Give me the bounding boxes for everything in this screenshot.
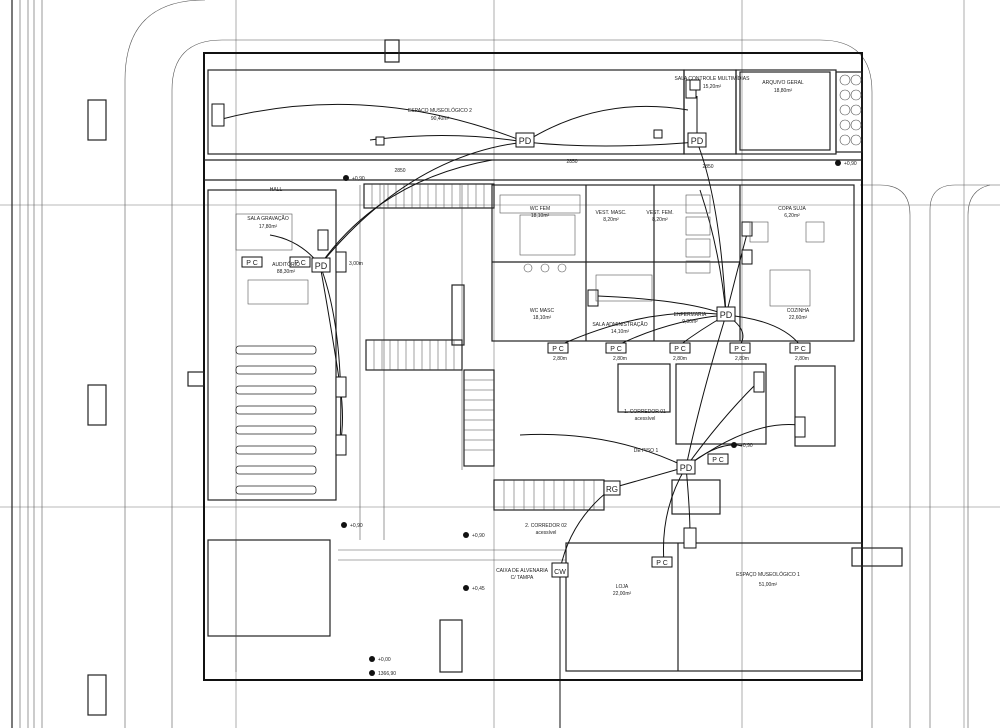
dimension: 2850 [702, 164, 713, 170]
level: +0,90 [472, 533, 485, 539]
room-area: 90,40m² [431, 116, 450, 122]
pc-label: P C [246, 260, 258, 267]
electrical-symbols: PD PD PD PD PD RG CW P C P C P C P C P C… [211, 79, 811, 578]
site-contours [124, 0, 1000, 728]
tank-circles [835, 71, 863, 153]
room-name: ESPAÇO MUSEOLÓGICO 1 [736, 571, 800, 578]
room-area: 22,00m² [613, 591, 632, 597]
room-area: 9,80m² [682, 319, 698, 325]
room-name: CAIXA DE ALVENARIA [496, 568, 549, 574]
room-name: VEST. MASC. [595, 210, 626, 216]
room-area: 18,10m² [531, 213, 550, 219]
room-area: acessível [536, 530, 557, 536]
room-area: 18,80m² [774, 88, 793, 94]
hall-label: HALL [270, 187, 283, 193]
height: 2,80m [795, 356, 809, 362]
building-walls [187, 39, 903, 681]
room-name: COPA SUJA [778, 206, 806, 212]
room-name: 1. CORREDOR 01 [624, 409, 666, 415]
room-area: 51,00m² [759, 582, 778, 588]
pc-label: P C [294, 260, 306, 267]
pc-label: P C [610, 346, 622, 353]
pc-label: P C [674, 346, 686, 353]
room-area: 8,20m² [603, 217, 619, 223]
height: 2,80m [735, 356, 749, 362]
pc-label: P C [734, 346, 746, 353]
room-name: ESPAÇO MUSEOLÓGICO 2 [408, 107, 472, 114]
stairs [363, 183, 605, 511]
pc-label: P C [552, 346, 564, 353]
level: +0,90 [740, 443, 753, 449]
dimension-labels: 2850 2850 2850 2,80m 2,80m 2,80m 2,80m 2… [349, 159, 857, 677]
pd-label: PD [315, 261, 328, 271]
room-name: COZINHA [787, 308, 810, 314]
room-name: SALA ADMINISTRAÇÃO [592, 321, 647, 328]
height: 3,00m [349, 261, 363, 267]
level: +0,90 [352, 176, 365, 182]
height: 2,80m [673, 356, 687, 362]
level: +0,00 [378, 657, 391, 663]
room-area: 17,80m² [259, 224, 278, 230]
room-area: 6,20m² [784, 213, 800, 219]
level: +0,45 [472, 586, 485, 592]
pd-label: PD [519, 136, 532, 146]
dimension: 2850 [394, 168, 405, 174]
fixtures [235, 194, 825, 307]
room-name: AUDITÓRIO [272, 261, 300, 268]
rg-label: RG [606, 485, 618, 494]
room-area: 15,20m² [703, 84, 722, 90]
room-area: 8,20m² [652, 217, 668, 223]
cw-label: CW [554, 569, 566, 576]
room-area: acessível [635, 416, 656, 422]
room-name: ARQUIVO GERAL [762, 80, 804, 86]
room-name: LOJA [616, 584, 629, 590]
dimension: 2850 [566, 159, 577, 165]
pc-label: P C [794, 346, 806, 353]
room-area: C/ TAMPA [511, 575, 534, 581]
height: 2,80m [553, 356, 567, 362]
room-labels: ESPAÇO MUSEOLÓGICO 2 90,40m² SALA CONTRO… [247, 75, 810, 597]
room-area: 22,60m² [789, 315, 808, 321]
room-name: SALA GRAVAÇÃO [247, 215, 289, 222]
room-name: WC FEM [530, 206, 550, 212]
level: +0,90 [844, 161, 857, 167]
auditorium-seats [235, 345, 317, 495]
pd-label: PD [691, 136, 704, 146]
room-area: 18,10m² [533, 315, 552, 321]
room-name: VEST. FEM. [646, 210, 673, 216]
pd-label: PD [680, 463, 693, 473]
room-area: 14,10m² [611, 329, 630, 335]
height: 2,80m [613, 356, 627, 362]
level: +0,90 [350, 523, 363, 529]
room-name: SALA CONTROLE MULTIMÍDIAS [675, 75, 751, 82]
pc-label: P C [656, 560, 668, 567]
room-name: WC MASC [530, 308, 555, 314]
level-markers [341, 160, 841, 676]
pc-label: P C [712, 457, 724, 464]
pd-label: PD [720, 310, 733, 320]
room-name: 2. CORREDOR 02 [525, 523, 567, 529]
floor-label: DE PISO 1 [634, 448, 659, 454]
road-lines [11, 0, 107, 728]
room-name: ENFERMARIA [674, 312, 707, 318]
room-area: 88,30m² [277, 269, 296, 275]
level: 1366,90 [378, 671, 396, 677]
